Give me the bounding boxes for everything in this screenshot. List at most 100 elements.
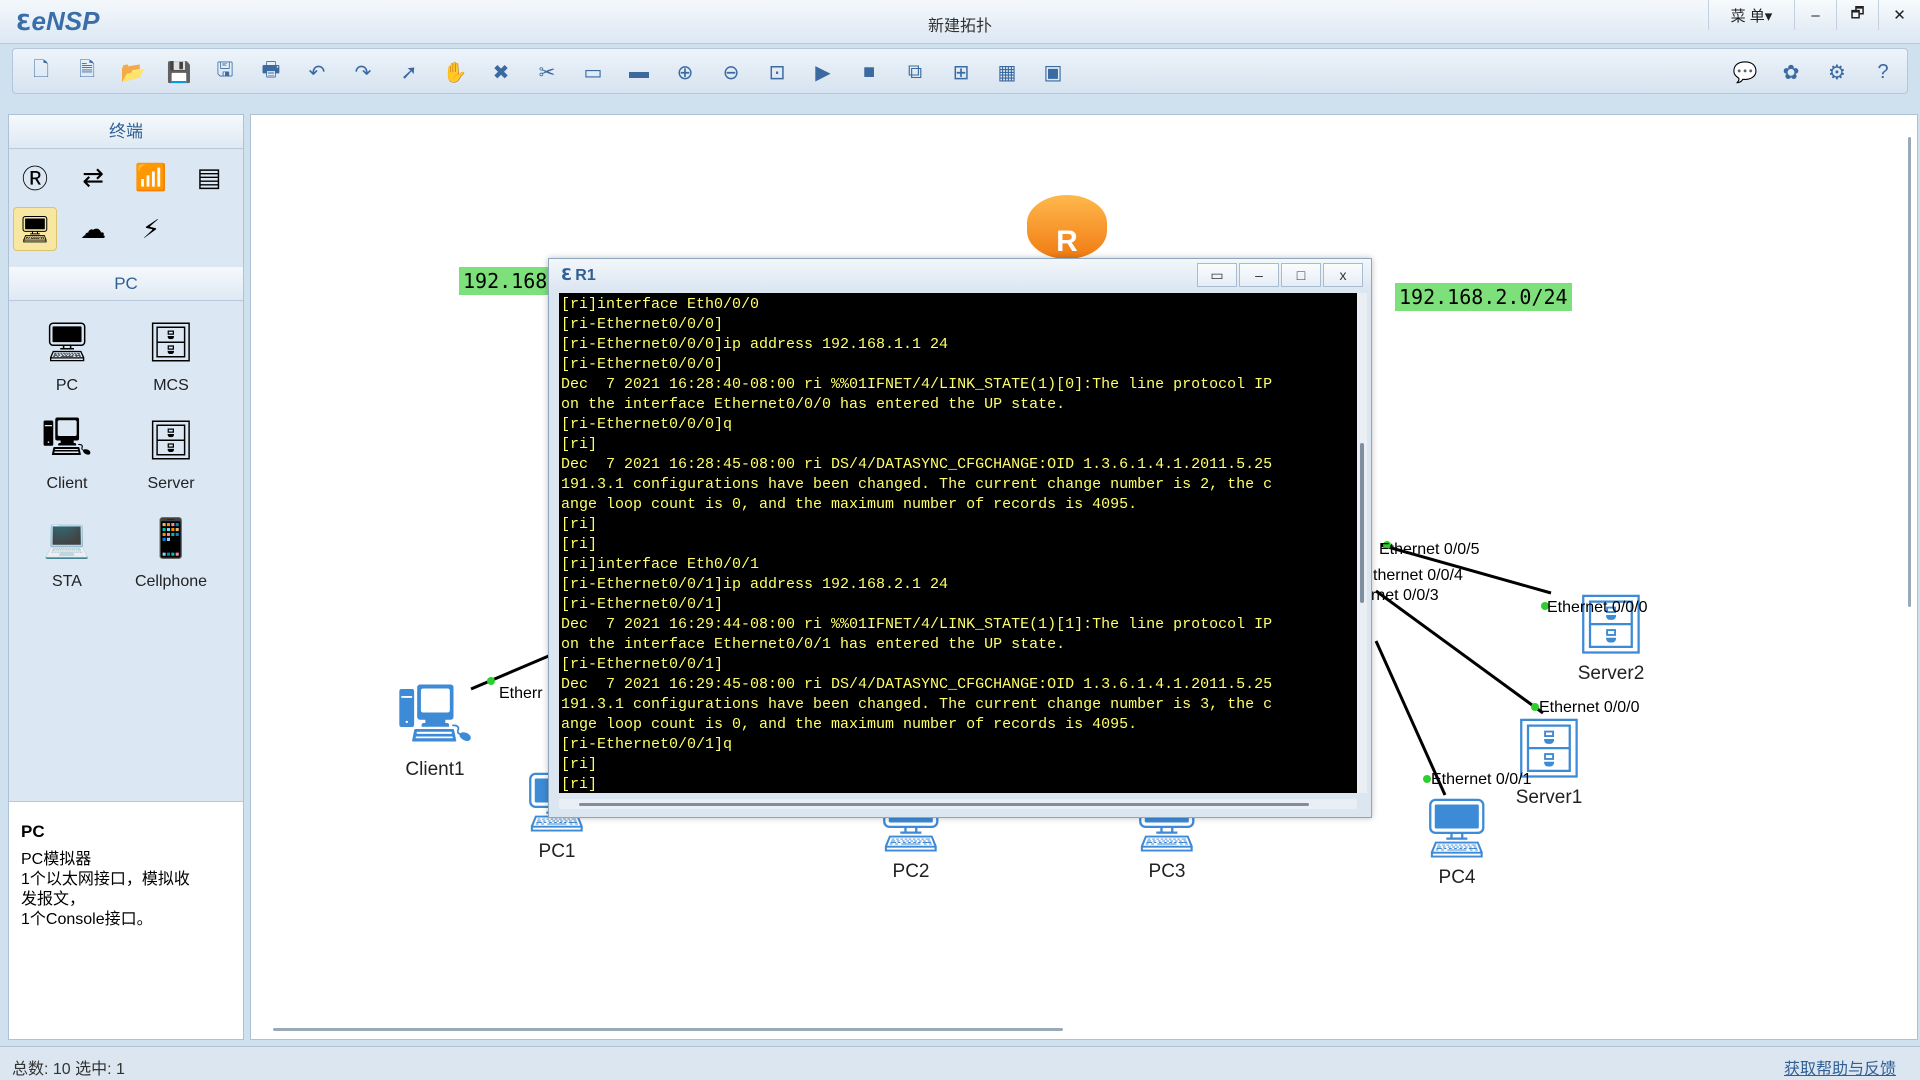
console-output[interactable]: [ri]interface Eth0/0/0[ri-Ethernet0/0/0]… (559, 293, 1357, 793)
port-label: Ethernet 0/0/0 (1539, 699, 1640, 716)
grid-icon[interactable]: ▦ (997, 61, 1017, 84)
help-icon[interactable]: ? (1877, 60, 1889, 83)
close-button[interactable]: ✕ (1878, 0, 1920, 30)
console-close-button[interactable]: x (1323, 263, 1363, 287)
link-server1[interactable] (1375, 589, 1544, 715)
mcs-icon: 🗄 (146, 322, 196, 364)
node-label: Server2 (1577, 663, 1645, 684)
link-client1[interactable] (470, 653, 552, 691)
stop-icon[interactable]: ■ (862, 60, 876, 83)
save-icon[interactable]: 💾 (166, 61, 192, 84)
link-server2[interactable] (1380, 543, 1552, 595)
delete-link-icon[interactable]: ✂ (538, 61, 556, 84)
hand-icon[interactable]: ✋ (442, 61, 468, 84)
console-line: ange loop count is 0, and the maximum nu… (561, 716, 1138, 733)
main-toolbar: 🗋 🗎 📂 💾 🖫 🖶 ↶ ↷ ➚ ✋ ✖ ✂ ▭ ▬ ⊕ ⊖ ⊡ ▶ ■ ⧉ ⊞ ▦ ▣ 💬 ✿ ⚙? (12, 48, 1908, 94)
client1-node[interactable]: 🖳 Client1 (395, 681, 475, 781)
pc4-node[interactable]: 🖥 PC4 (1417, 793, 1497, 889)
router-device-icon[interactable]: Ⓡ (21, 163, 48, 194)
cloud-device-icon[interactable]: ☁ (80, 213, 106, 244)
device-item-label: STA (52, 573, 82, 590)
link-pc4[interactable] (1374, 640, 1447, 796)
device-item-server[interactable]: 🗄Server (119, 411, 223, 493)
zoom-in-icon[interactable]: ⊕ (676, 61, 694, 84)
console-vertical-scrollbar[interactable] (1357, 293, 1367, 793)
console-line: ange loop count is 0, and the maximum nu… (561, 496, 1138, 513)
help-feedback-link[interactable]: 获取帮助与反馈 (1783, 1061, 1896, 1078)
firewall-device-icon[interactable]: ▤ (196, 161, 222, 192)
capture-icon[interactable]: ⧉ (907, 60, 923, 83)
maximize-icon: □ (1296, 267, 1306, 283)
console-horizontal-scrollbar[interactable] (559, 799, 1357, 809)
server1-node[interactable]: 🗄 Server1 (1509, 713, 1589, 809)
zoom-out-icon[interactable]: ⊖ (722, 61, 740, 84)
device-item-cellphone[interactable]: 📱Cellphone (119, 509, 223, 591)
node-label: PC2 (892, 861, 930, 882)
ensp-logo-icon: ℇ (16, 10, 30, 35)
minimize-button[interactable]: – (1794, 0, 1836, 30)
new-topology-icon[interactable]: 🗋 (32, 59, 50, 81)
canvas-vertical-scrollbar[interactable] (1908, 137, 1911, 607)
topology-icon[interactable]: ⊞ (952, 61, 970, 84)
network-label[interactable]: 192.168 (459, 267, 552, 295)
new-example-icon[interactable]: 🗎 (78, 59, 96, 81)
r1-console-window[interactable]: ℇ R1 ▭ – □ x [ri]interface Eth0/0/0[ri-E… (548, 258, 1372, 818)
canvas-horizontal-scrollbar[interactable] (273, 1028, 1063, 1031)
console-line: [ri-Ethernet0/0/1] (561, 656, 724, 673)
menu-button[interactable]: 菜 单▾ (1708, 0, 1794, 30)
console-line: [ri-Ethernet0/0/0]q (561, 416, 733, 433)
server2-node[interactable]: 🗄 Server2 (1571, 589, 1651, 685)
terminal-device-icon[interactable]: 🖥 (13, 207, 57, 251)
device-item-sta[interactable]: 💻STA (15, 509, 119, 591)
start-icon[interactable]: ▶ (815, 61, 831, 84)
delete-icon[interactable]: ✖ (492, 61, 510, 84)
console-minimize-button[interactable]: – (1239, 263, 1279, 287)
console-title-bar[interactable]: ℇ R1 ▭ – □ x (549, 259, 1371, 291)
device-item-pc[interactable]: 🖥PC (15, 313, 119, 395)
select-icon[interactable]: ➚ (400, 61, 418, 84)
title-bar: ℇeNSP 新建拓扑 菜 单▾ – 🗗 ✕ (0, 0, 1920, 44)
console-line: [ri-Ethernet0/0/1]ip address 192.168.2.1… (561, 576, 949, 593)
huawei-icon[interactable]: ✿ (1782, 61, 1800, 84)
device-info-line: 发报文， (21, 891, 86, 908)
node-label: Client1 (405, 759, 465, 780)
palette-icon[interactable]: ▬ (629, 60, 649, 83)
fit-icon[interactable]: ⊡ (768, 61, 786, 84)
restore-button[interactable]: 🗗 (1836, 0, 1878, 30)
device-category-header: 终端 (9, 115, 243, 149)
close-icon: x (1339, 267, 1347, 283)
port-indicator (487, 677, 495, 685)
port-label: Ethernet 0/0/1 (1431, 771, 1532, 788)
layout-icon: ▭ (1210, 266, 1224, 283)
toolbar-right-group: 💬 ✿ ⚙? (1729, 56, 1899, 88)
text-icon[interactable]: ▭ (583, 61, 603, 84)
toolbar-left-group: 🗋 🗎 📂 💾 🖫 🖶 ↶ ↷ ➚ ✋ ✖ ✂ ▭ ▬ ⊕ ⊖ ⊡ ▶ ■ ⧉ ⊞ ▦ ▣ (25, 56, 1069, 88)
console-layout-button[interactable]: ▭ (1197, 263, 1237, 287)
scroll-thumb[interactable] (1360, 443, 1364, 603)
minimize-icon: – (1255, 267, 1263, 283)
console-line: [ri]interface Eth0/0/1 (561, 556, 760, 573)
settings-icon[interactable]: ⚙ (1828, 61, 1846, 84)
print-icon[interactable]: 🖶 (261, 59, 281, 81)
router-node[interactable]: R (1027, 195, 1107, 259)
device-item-label: MCS (153, 377, 189, 394)
console-line: Dec 7 2021 16:29:45-08:00 ri DS/4/DATASY… (561, 676, 1273, 693)
device-item-mcs[interactable]: 🗄 MCS (119, 313, 223, 395)
console-maximize-button[interactable]: □ (1281, 263, 1321, 287)
wlan-device-icon[interactable]: 📶 (134, 161, 168, 192)
save-as-icon[interactable]: 🖫 (216, 59, 234, 81)
client-icon: 🖳 (396, 681, 474, 747)
redo-icon[interactable]: ↷ (354, 61, 372, 84)
terminal-icon[interactable]: ▣ (1043, 61, 1063, 84)
open-icon[interactable]: 📂 (120, 61, 146, 84)
device-item-label: PC (55, 377, 79, 394)
scroll-thumb[interactable] (579, 803, 1309, 806)
undo-icon[interactable]: ↶ (308, 61, 326, 84)
node-label: PC1 (538, 841, 576, 862)
chat-icon[interactable]: 💬 (1732, 61, 1758, 84)
ensp-small-icon: ℇ (561, 267, 576, 284)
link-device-icon[interactable]: ⚡ (141, 213, 161, 244)
network-label[interactable]: 192.168.2.0/24 (1395, 283, 1572, 311)
switch-device-icon[interactable]: ⇄ (82, 161, 104, 192)
device-item-client[interactable]: 🖳Client (15, 411, 119, 493)
